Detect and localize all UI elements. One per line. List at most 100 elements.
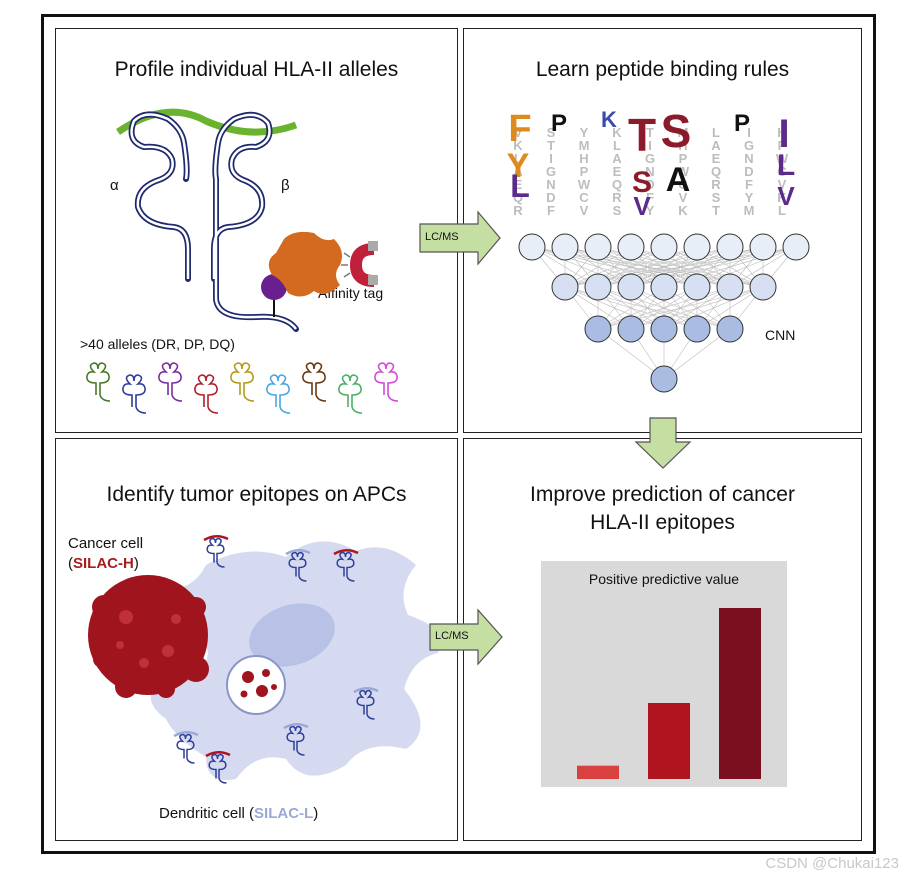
bound-peptide	[333, 549, 359, 556]
logo-background-letter: D	[645, 177, 654, 192]
allele-icon	[302, 362, 327, 402]
cnn-connection	[663, 328, 731, 380]
cnn-node	[716, 233, 744, 261]
logo-background-letter: F	[547, 203, 555, 218]
cnn-node	[617, 315, 645, 343]
logo-background-letter: T	[712, 203, 720, 218]
cnn-node	[617, 233, 645, 261]
logo-letter: A	[666, 161, 691, 199]
ppv-bar	[719, 608, 761, 779]
surface-hla-icon	[208, 753, 227, 784]
logo-background-letter: D	[546, 190, 555, 205]
logo-background-letter: K	[513, 138, 523, 153]
streptavidin-shape	[268, 231, 342, 297]
logo-background-letter: G	[546, 164, 556, 179]
cnn-node	[584, 273, 612, 301]
cnn-node	[650, 233, 678, 261]
alleles-count-label: >40 alleles (DR, DP, DQ)	[80, 336, 235, 352]
panel-title-improve-line2: HLA-II epitopes	[590, 511, 735, 534]
logo-background-letter: F	[646, 190, 654, 205]
logo-letter: I	[778, 112, 789, 156]
logo-background-letter: L	[613, 138, 621, 153]
logo-background-letter: L	[778, 203, 786, 218]
logo-background-letter: F	[745, 177, 753, 192]
logo-background-letter: K	[612, 125, 622, 140]
hla-molecule-illustration	[86, 108, 399, 414]
chart-title: Positive predictive value	[589, 571, 739, 587]
logo-background-letter: R	[711, 177, 721, 192]
endosome	[226, 655, 286, 715]
logo-background-letter: H	[579, 151, 588, 166]
cnn-node	[650, 365, 678, 393]
cnn-node	[683, 273, 711, 301]
logo-background-letter: D	[744, 164, 753, 179]
logo-background-letter: I	[747, 125, 751, 140]
logo-background-letter: Q	[612, 177, 622, 192]
chart-bars	[577, 608, 761, 779]
logo-background-letter: W	[677, 164, 690, 179]
cnn-node	[683, 233, 711, 261]
logo-background-letter: Y	[580, 125, 589, 140]
logo-letter: T	[628, 109, 656, 161]
logo-background-letter: W	[776, 151, 789, 166]
cnn-node	[749, 233, 777, 261]
cnn-node	[551, 233, 579, 261]
logo-background-letter: M	[579, 138, 590, 153]
logo-letter: S	[632, 166, 652, 199]
allele-icon	[194, 374, 219, 414]
logo-background-letter: K	[678, 203, 688, 218]
bound-peptide	[205, 751, 231, 758]
alpha-label: α	[110, 177, 119, 194]
logo-background-letter: Y	[646, 203, 655, 218]
panel-title-identify: Identify tumor epitopes on APCs	[106, 483, 407, 506]
cancer-cell	[88, 575, 209, 698]
cnn-node	[716, 273, 744, 301]
logo-background-letter: K	[777, 190, 787, 205]
logo-letter: L	[777, 149, 795, 182]
logo-background-letter: P	[679, 151, 688, 166]
logo-background-letter: N	[744, 151, 753, 166]
surface-hla-icon	[286, 725, 305, 756]
sequence-logo: VKLAEQRSTIGNDFYMHPWCVKLAEQRSTIGNDFYMHPWC…	[507, 105, 796, 221]
cnn-node	[782, 233, 810, 261]
surface-hla-icon	[206, 537, 225, 568]
logo-background-letter: I	[549, 151, 553, 166]
logo-background-letter: R	[513, 203, 523, 218]
panel-title-profile: Profile individual HLA-II alleles	[114, 58, 399, 81]
logo-background-letter: Y	[745, 190, 754, 205]
logo-background-letter: S	[712, 190, 721, 205]
logo-background-letter: L	[514, 151, 522, 166]
dendritic-cell-line: Dendritic cell (SILAC-L)	[159, 805, 319, 822]
surface-hla-molecules	[173, 535, 379, 784]
logo-background-letter: L	[712, 125, 720, 140]
cnn-node	[584, 315, 612, 343]
cnn-label: CNN	[765, 327, 796, 343]
allele-icon	[374, 362, 399, 402]
logo-background-letter: C	[777, 164, 787, 179]
logo-background-letter: G	[744, 138, 754, 153]
cells-illustration	[88, 535, 441, 784]
silac-l-label: SILAC-L	[254, 805, 314, 822]
cnn-network	[518, 233, 810, 393]
logo-background-letter: V	[778, 177, 787, 192]
bound-peptide	[203, 535, 229, 542]
logo-background-letter: V	[514, 125, 523, 140]
cnn-node	[650, 273, 678, 301]
cnn-connection	[597, 328, 665, 380]
cnn-node	[584, 233, 612, 261]
logo-background-letter: P	[778, 138, 787, 153]
logo-letter: V	[633, 191, 651, 221]
logo-background-letter: M	[678, 125, 689, 140]
logo-background-letter: P	[580, 164, 589, 179]
logo-background-letter: E	[613, 164, 622, 179]
cnn-node	[749, 273, 777, 301]
bound-peptide	[283, 723, 309, 730]
cancer-cell-label: Cancer cell	[68, 535, 144, 552]
allele-icon	[230, 362, 255, 402]
logo-background-letter: A	[513, 164, 523, 179]
logo-background-letter: V	[580, 203, 589, 218]
logo-background-letter: S	[613, 203, 622, 218]
cnn-node	[716, 315, 744, 343]
logo-background-letter: A	[612, 151, 622, 166]
logo-letter: P	[734, 110, 750, 137]
